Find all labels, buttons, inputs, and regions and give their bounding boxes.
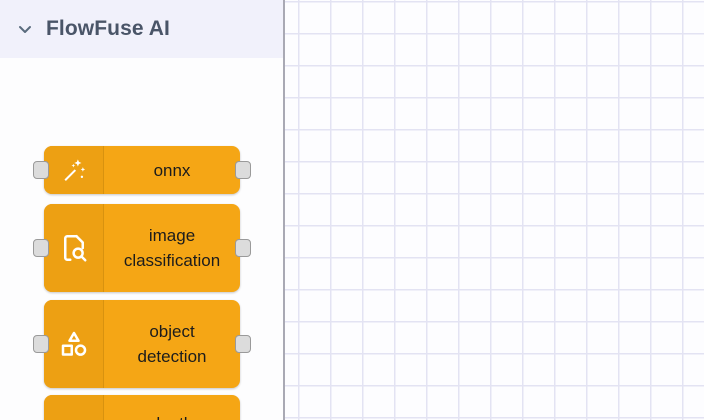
magic-wand-icon <box>44 146 104 194</box>
flow-canvas[interactable] <box>285 0 704 420</box>
node-input-port[interactable] <box>33 239 49 257</box>
palette-node-object-detection[interactable]: object detection <box>33 300 251 388</box>
node-palette: FlowFuse AI onnx <box>0 0 285 420</box>
palette-node-image-classification[interactable]: image classification <box>33 204 251 292</box>
palette-category-title: FlowFuse AI <box>46 17 170 40</box>
palette-node-label: onnx <box>153 160 191 180</box>
palette-node-label: depth estimation <box>104 395 240 420</box>
node-input-port[interactable] <box>33 161 49 179</box>
palette-node-depth-estimation[interactable]: depth estimation <box>44 395 240 420</box>
chevron-down-icon[interactable] <box>14 18 36 40</box>
palette-node-label: image classification <box>123 226 221 270</box>
palette-node-list: onnx image classification <box>0 58 283 420</box>
document-search-icon <box>44 204 104 292</box>
shapes-icon <box>44 300 104 388</box>
palette-node-label: object detection <box>137 322 207 366</box>
layers-icon <box>44 395 104 420</box>
palette-category-header[interactable]: FlowFuse AI <box>0 0 283 58</box>
palette-node-onnx[interactable]: onnx <box>33 146 251 194</box>
node-input-port[interactable] <box>33 335 49 353</box>
node-output-port[interactable] <box>235 161 251 179</box>
node-output-port[interactable] <box>235 335 251 353</box>
node-output-port[interactable] <box>235 239 251 257</box>
